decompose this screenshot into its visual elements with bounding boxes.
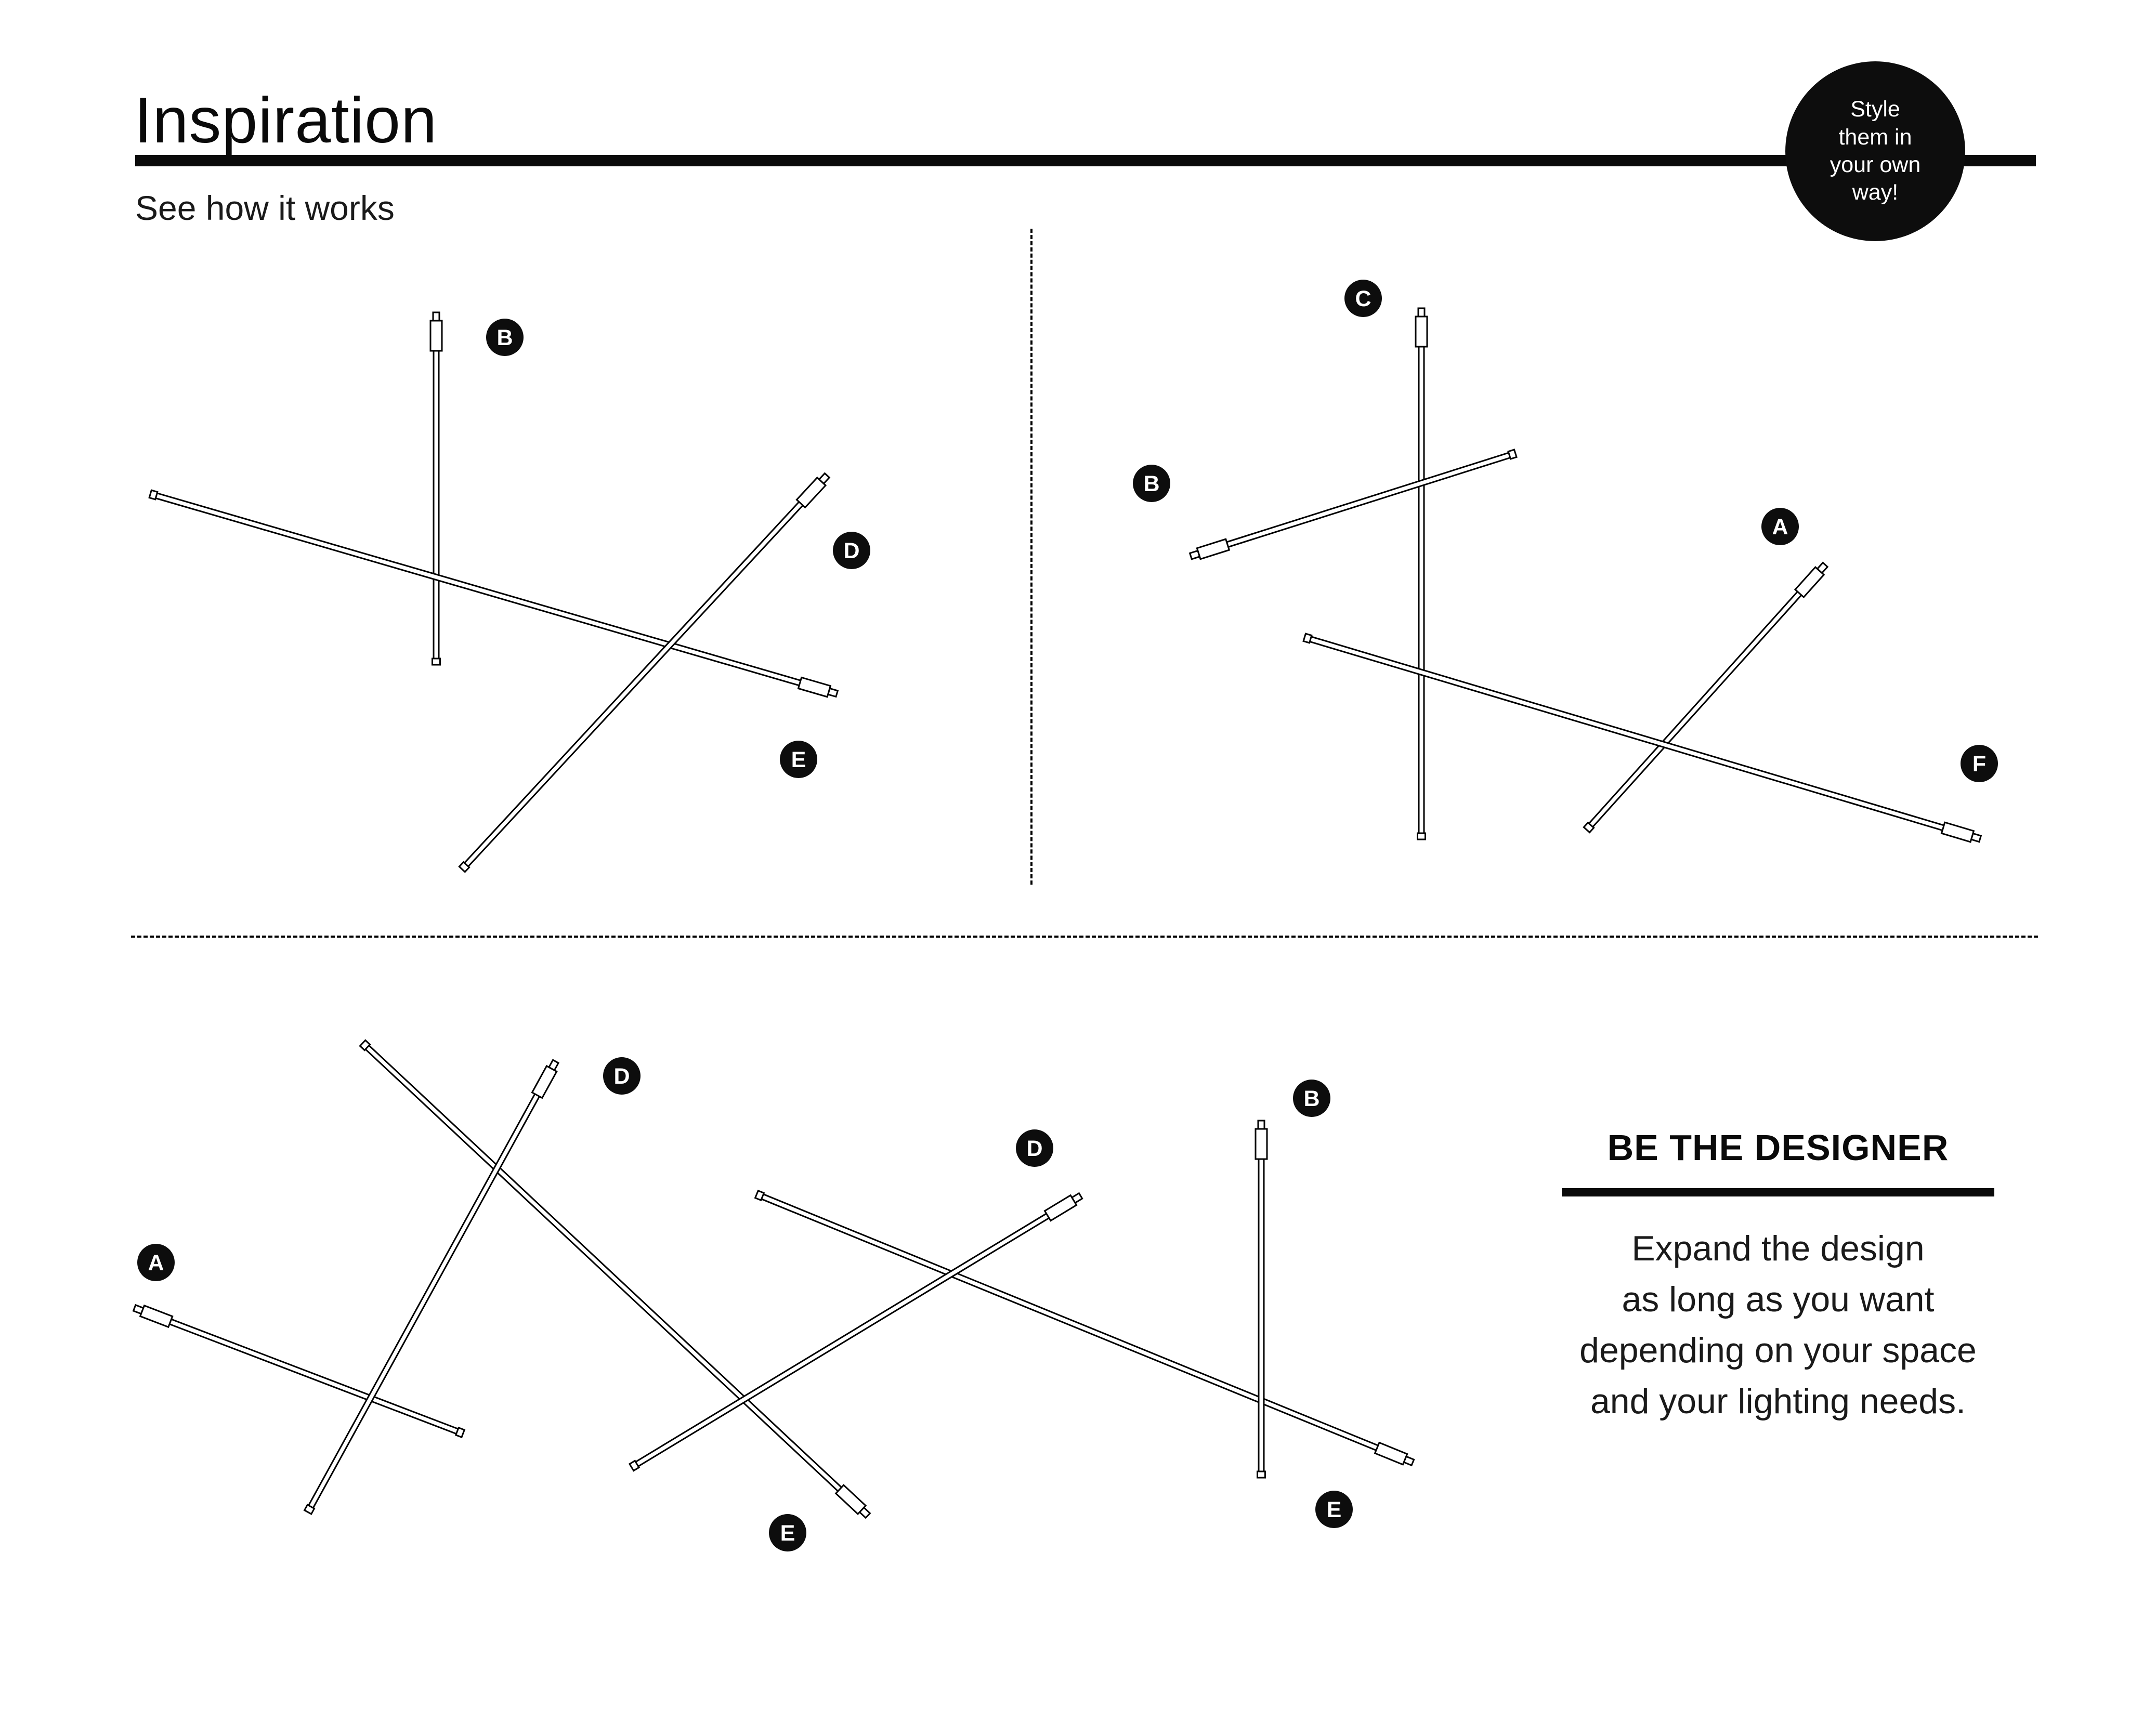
vertical-divider	[1030, 229, 1033, 885]
rod-E	[359, 1039, 871, 1519]
svg-text:E: E	[780, 1521, 795, 1546]
part-label-B: B	[1133, 465, 1170, 502]
rod-F	[1302, 633, 1982, 843]
svg-text:F: F	[1972, 752, 1986, 777]
designer-text-line: Expand the design	[1631, 1229, 1925, 1268]
part-label-B: B	[486, 319, 524, 356]
rod-C	[1415, 307, 1428, 840]
part-label-C: C	[1344, 280, 1382, 317]
rod-A	[1583, 561, 1829, 834]
svg-text:D: D	[1026, 1136, 1042, 1161]
part-label-F: F	[1961, 745, 1998, 782]
svg-text:E: E	[1327, 1497, 1342, 1522]
style-badge-line: way!	[1852, 180, 1899, 205]
style-badge-line: Style	[1850, 97, 1900, 122]
rod-D	[628, 1192, 1083, 1472]
subtitle: See how it works	[135, 189, 395, 227]
part-label-E: E	[1315, 1491, 1353, 1528]
style-badge-line: them in	[1838, 124, 1912, 150]
title-rule	[135, 155, 2036, 166]
rod-E	[148, 489, 839, 698]
svg-text:B: B	[1303, 1086, 1319, 1111]
page-title: Inspiration	[134, 85, 438, 157]
part-label-D: D	[833, 532, 870, 569]
designer-text-line: and your lighting needs.	[1590, 1381, 1966, 1421]
rod-B	[429, 311, 443, 666]
designer-text-line: as long as you want	[1622, 1279, 1935, 1319]
designer-rule	[1562, 1188, 1994, 1196]
designer-heading: BE THE DESIGNER	[1607, 1127, 1949, 1168]
svg-text:A: A	[1772, 515, 1788, 540]
svg-text:B: B	[1143, 471, 1159, 496]
designer-text-line: depending on your space	[1579, 1330, 1977, 1370]
rod-A	[132, 1304, 466, 1439]
part-label-E: E	[780, 741, 817, 778]
horizontal-divider	[131, 936, 2038, 938]
rod-E	[754, 1189, 1415, 1467]
svg-text:C: C	[1355, 286, 1371, 311]
svg-text:B: B	[496, 325, 513, 350]
part-label-D: D	[603, 1057, 641, 1095]
part-label-A: A	[1761, 508, 1799, 545]
designer-text: Expand the design as long as you want de…	[1497, 1224, 2059, 1427]
rod-D	[458, 472, 831, 873]
part-label-A: A	[137, 1244, 175, 1281]
arrangement-bottom: D A D B E E	[132, 1039, 1415, 1551]
svg-text:D: D	[613, 1064, 630, 1089]
rod-B	[1255, 1120, 1268, 1479]
style-badge: Style them in your own way!	[1785, 61, 1965, 241]
part-label-E: E	[769, 1514, 806, 1551]
svg-text:A: A	[148, 1251, 164, 1275]
part-label-B: B	[1293, 1080, 1330, 1117]
svg-text:D: D	[843, 538, 859, 563]
designer-panel: BE THE DESIGNER Expand the design as lon…	[1497, 1127, 2059, 1427]
svg-text:E: E	[791, 747, 806, 772]
style-badge-line: your own	[1830, 152, 1921, 177]
arrangement-top-left: B D E	[148, 311, 870, 873]
part-label-D: D	[1016, 1129, 1053, 1167]
rod-D	[303, 1059, 560, 1515]
rod-B	[1188, 449, 1518, 560]
arrangement-top-right: C B A F	[1133, 280, 1998, 843]
